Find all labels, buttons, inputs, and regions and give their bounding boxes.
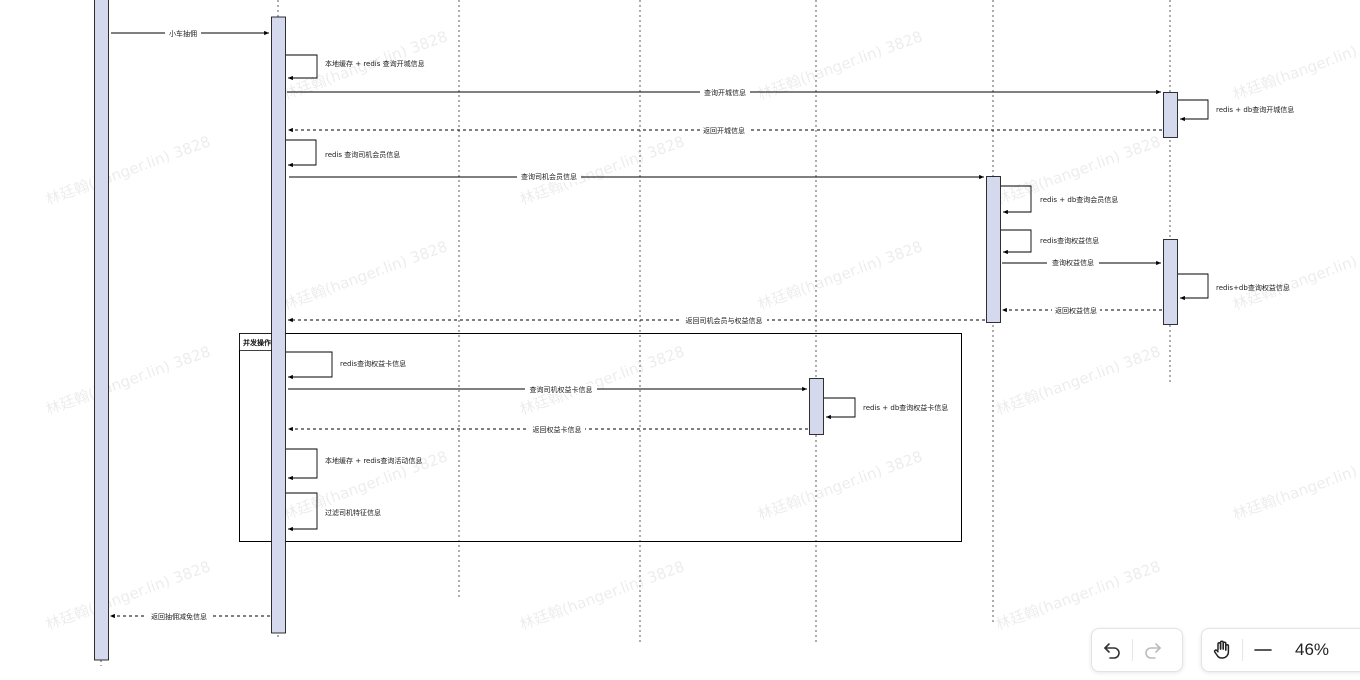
- watermark: 林廷翰(hanger.lin) 3828: [43, 557, 213, 633]
- zoom-level[interactable]: 46%: [1295, 640, 1330, 659]
- self-message-arrow: [286, 492, 318, 532]
- frame-box: [239, 333, 962, 542]
- watermark: 林廷翰(hanger.lin) 3828: [517, 132, 687, 208]
- minus-icon: [1254, 649, 1272, 651]
- message-label: redis+db查询权益信息: [1216, 283, 1290, 292]
- message-label: redis查询权益信息: [1040, 236, 1099, 245]
- view-toolbar: 46%: [1201, 628, 1360, 672]
- toolbar-divider: [1242, 639, 1243, 661]
- activation-bar: [986, 176, 1001, 323]
- message-label: 返回权益卡信息: [533, 425, 582, 434]
- parallel-frame: 并发操作: [239, 333, 962, 542]
- message-label: 返回开城信息: [703, 126, 745, 135]
- message-label: redis + db查询权益卡信息: [863, 403, 948, 412]
- self-message-arrow: [286, 351, 333, 380]
- redo-icon: [1145, 643, 1161, 659]
- message-label: 查询权益信息: [1052, 258, 1094, 267]
- self-message-arrow: [286, 448, 318, 481]
- self-message-arrow: [1001, 185, 1032, 215]
- watermark: 林廷翰(hanger.lin) 3828: [43, 342, 213, 418]
- redo-button[interactable]: [1133, 630, 1173, 670]
- watermark: 林廷翰(hanger.lin) 3828: [1230, 447, 1360, 523]
- message-label: 返回权益信息: [1055, 306, 1097, 315]
- self-message-arrow: [286, 54, 318, 81]
- watermark: 林廷翰(hanger.lin) 3828: [755, 237, 925, 313]
- message-label: 查询开城信息: [704, 88, 746, 97]
- message-label: 本地缓存 + redis查询活动信息: [325, 456, 422, 465]
- message-label: redis 查询司机会员信息: [325, 150, 400, 159]
- hand-tool-icon: [1213, 640, 1230, 659]
- watermark: 林廷翰(hanger.lin) 3828: [280, 237, 450, 313]
- activation-bar: [1163, 239, 1178, 325]
- message-label: redis + db查询会员信息: [1040, 195, 1118, 204]
- toolbar-divider: [1132, 639, 1133, 661]
- watermark: 林廷翰(hanger.lin) 3828: [517, 342, 687, 418]
- watermark: 林廷翰(hanger.lin) 3828: [993, 342, 1163, 418]
- self-message-arrow: [1001, 229, 1032, 255]
- self-message-arrow: [1178, 273, 1209, 301]
- activation-bar: [1163, 92, 1178, 138]
- self-message-arrow: [824, 397, 856, 420]
- activation-bar: [94, 0, 109, 661]
- message-label: 本地缓存 + redis 查询开城信息: [325, 59, 425, 68]
- message-label: 返回抽佣减免信息: [151, 612, 207, 621]
- message-label: 小车抽佣: [169, 29, 197, 38]
- watermark: 林廷翰(hanger.lin) 3828: [993, 557, 1163, 633]
- message-labels: 小车抽佣 本地缓存 + redis 查询开城信息 查询开城信息 redis + …: [151, 29, 1294, 621]
- self-message-arrow: [286, 139, 317, 168]
- watermark-layer: 林廷翰(hanger.lin) 3828 林廷翰(hanger.lin) 382…: [43, 27, 1360, 633]
- activation-bar: [809, 378, 824, 435]
- activation-bar: [271, 16, 286, 634]
- watermark: 林廷翰(hanger.lin) 3828: [517, 557, 687, 633]
- message-label: 查询司机权益卡信息: [530, 385, 593, 394]
- undo-button[interactable]: [1092, 630, 1132, 670]
- history-toolbar: [1091, 628, 1183, 672]
- message-label: 查询司机会员信息: [521, 172, 577, 181]
- message-label: redis + db查询开城信息: [1216, 105, 1294, 114]
- message-label: 过滤司机特征信息: [325, 508, 381, 517]
- self-message-arrow: [1178, 99, 1209, 122]
- frame-label: 并发操作: [243, 338, 271, 347]
- message-label: redis查询权益卡信息: [340, 359, 406, 368]
- message-label: 返回司机会员与权益信息: [686, 316, 763, 325]
- zoom-out-button[interactable]: [1243, 630, 1283, 670]
- watermark: 林廷翰(hanger.lin) 3828: [755, 447, 925, 523]
- messages: [110, 28, 1209, 621]
- activations: [94, 0, 1178, 661]
- hand-tool-button[interactable]: [1202, 630, 1242, 670]
- undo-icon: [1104, 643, 1120, 659]
- watermark: 林廷翰(hanger.lin) 3828: [43, 132, 213, 208]
- watermark: 林廷翰(hanger.lin) 3828: [1230, 27, 1360, 103]
- watermark: 林廷翰(hanger.lin) 3828: [1230, 237, 1360, 313]
